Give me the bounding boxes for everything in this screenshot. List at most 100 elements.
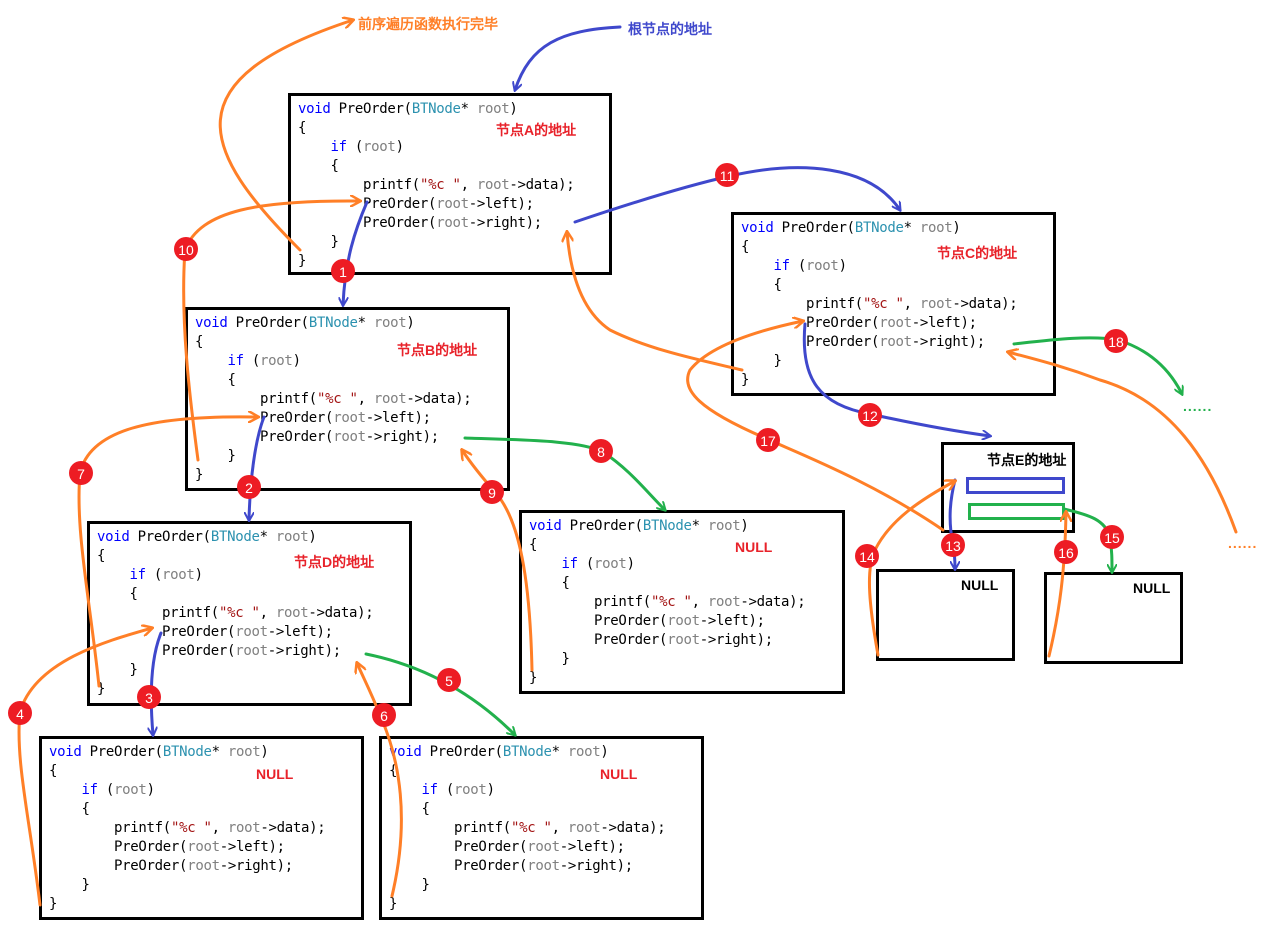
open-brace: { <box>298 120 307 136</box>
pointer-star: * <box>357 315 374 331</box>
right-args: ->right); <box>699 632 773 648</box>
paren-close: ) <box>395 139 404 155</box>
frame-d-left-null: void PreOrder(BTNode* root) { if (root) … <box>39 736 364 920</box>
preorder-right-call: PreOrder( <box>594 632 668 648</box>
preorder-left-call: PreOrder( <box>594 613 668 629</box>
param-ref: root <box>527 839 560 855</box>
keyword-void: void <box>529 518 562 534</box>
format-string: "%c " <box>419 177 461 193</box>
step-badge-5: 5 <box>437 668 461 692</box>
frame-label: 节点A的地址 <box>496 122 577 138</box>
right-args: ->right); <box>267 643 341 659</box>
inner-close-brace: } <box>129 662 138 678</box>
arrow-root-address <box>515 25 622 90</box>
pointer-star: * <box>691 518 708 534</box>
param-name: root <box>567 744 601 760</box>
step-badge-17: 17 <box>756 428 780 452</box>
paren-open: ( <box>577 556 595 572</box>
format-string: "%c " <box>316 391 358 407</box>
param-ref: root <box>527 858 560 874</box>
printf-call: printf( <box>114 820 171 836</box>
frame-label: NULL <box>735 539 773 555</box>
keyword-void: void <box>389 744 422 760</box>
paren-open: ( <box>789 258 807 274</box>
close-brace: } <box>298 253 307 269</box>
inner-open-brace: { <box>421 801 430 817</box>
step-badge-number: 17 <box>760 433 776 449</box>
param-ref: root <box>260 353 293 369</box>
preorder-right-call: PreOrder( <box>454 858 528 874</box>
inner-open-brace: { <box>330 158 339 174</box>
printf-args: ->data); <box>509 177 575 193</box>
code-listing: void PreOrder(BTNode* root) { if (root) … <box>298 100 575 271</box>
frame-label: NULL <box>256 766 294 782</box>
func-name: PreOrder( <box>330 101 412 117</box>
paren-close: ) <box>308 529 317 545</box>
pointer-star: * <box>211 744 228 760</box>
node-e-right-pointer <box>968 503 1065 520</box>
paren-close: ) <box>740 518 749 534</box>
param-ref: root <box>162 567 195 583</box>
func-name: PreOrder( <box>129 529 211 545</box>
format-string: "%c " <box>862 296 904 312</box>
paren-close: ) <box>509 101 518 117</box>
pointer-star: * <box>460 101 477 117</box>
frame-label: 节点D的地址 <box>294 554 375 570</box>
param-ref: root <box>363 139 396 155</box>
printf-args: ->data); <box>406 391 472 407</box>
comma: , <box>259 605 276 621</box>
param-ref: root <box>879 315 912 331</box>
param-ref: root <box>707 594 741 610</box>
format-string: "%c " <box>650 594 692 610</box>
func-name: PreOrder( <box>421 744 503 760</box>
close-brace: } <box>389 896 398 912</box>
func-name: PreOrder( <box>227 315 309 331</box>
printf-call: printf( <box>363 177 420 193</box>
keyword-if: if <box>227 353 245 369</box>
continuation-orange: ...... <box>1228 535 1258 551</box>
step-badge-number: 13 <box>945 538 961 554</box>
frame-b-right-null: void PreOrder(BTNode* root) { if (root) … <box>519 510 845 694</box>
step-badge-number: 11 <box>720 168 735 184</box>
paren-open: ( <box>243 353 261 369</box>
param-ref: root <box>436 215 469 231</box>
param-ref: root <box>235 624 268 640</box>
step-badge-16: 16 <box>1054 540 1078 564</box>
paren-close: ) <box>146 782 155 798</box>
step-badge-13: 13 <box>941 533 965 557</box>
keyword-if: if <box>81 782 99 798</box>
code-listing: void PreOrder(BTNode* root) { if (root) … <box>389 743 666 914</box>
format-string: "%c " <box>170 820 212 836</box>
type-name: BTNode <box>642 518 692 534</box>
paren-close: ) <box>194 567 203 583</box>
preorder-left-call: PreOrder( <box>806 315 880 331</box>
step-badge-number: 15 <box>1104 530 1120 546</box>
frame-node-b: void PreOrder(BTNode* root) { if (root) … <box>185 307 510 491</box>
close-brace: } <box>195 467 204 483</box>
pointer-star: * <box>903 220 920 236</box>
step-badge-circle <box>174 237 198 261</box>
close-brace: } <box>741 372 750 388</box>
frame-label: NULL <box>600 766 638 782</box>
keyword-if: if <box>773 258 791 274</box>
type-name: BTNode <box>502 744 552 760</box>
comma: , <box>903 296 920 312</box>
preorder-right-call: PreOrder( <box>162 643 236 659</box>
keyword-void: void <box>195 315 228 331</box>
func-name: PreOrder( <box>561 518 643 534</box>
paren-open: ( <box>145 567 163 583</box>
step-badge-number: 16 <box>1058 545 1074 561</box>
left-args: ->left); <box>559 839 625 855</box>
open-brace: { <box>97 548 106 564</box>
paren-close: ) <box>406 315 415 331</box>
left-args: ->left); <box>365 410 431 426</box>
param-ref: root <box>187 858 220 874</box>
continuation-green: ...... <box>1183 398 1213 414</box>
param-ref: root <box>667 613 700 629</box>
comma: , <box>460 177 477 193</box>
format-string: "%c " <box>510 820 552 836</box>
func-name: PreOrder( <box>773 220 855 236</box>
paren-close: ) <box>838 258 847 274</box>
keyword-if: if <box>129 567 147 583</box>
right-args: ->right); <box>911 334 985 350</box>
